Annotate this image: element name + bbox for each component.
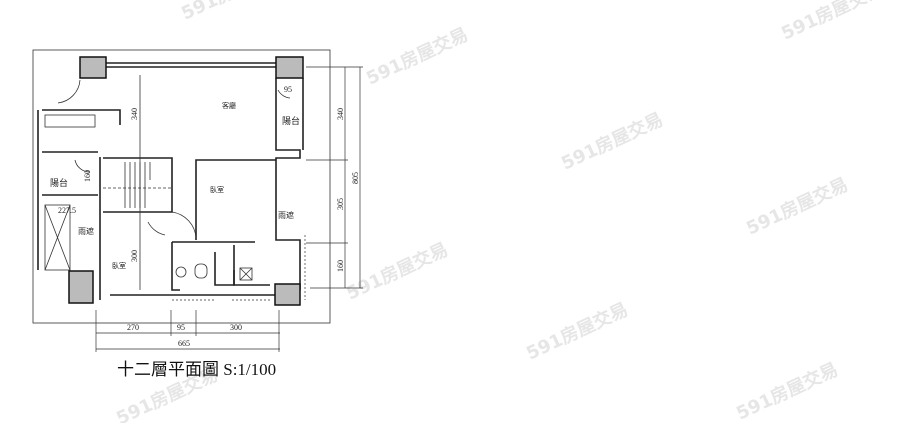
watermark: 591房屋交易 (733, 358, 842, 423)
bathroom-fixtures (44, 114, 253, 281)
bottom-dimension-lines (95, 310, 280, 352)
dim-bottom-95: 95 (177, 323, 185, 332)
watermark: 591房屋交易 (743, 173, 852, 239)
dim-inner-340: 340 (130, 108, 139, 120)
walls (37, 62, 304, 300)
dim-bottom-300: 300 (230, 323, 242, 332)
site-boundary (32, 49, 331, 324)
watermark: 591房屋交易 (778, 0, 887, 45)
room-bedroom-main: 臥室 (210, 185, 224, 194)
watermark: 591房屋交易 (558, 108, 667, 174)
dim-right-305: 305 (336, 198, 345, 210)
doors (57, 79, 291, 239)
room-balcony-left: 陽台 (50, 177, 68, 189)
room-bedroom-small: 臥室 (112, 261, 126, 270)
watermark: 591房屋交易 (178, 0, 287, 25)
room-living: 客廳 (222, 101, 236, 110)
dim-inner-227: 227.5 (58, 206, 76, 215)
canopy-right: 雨遮 (278, 210, 294, 220)
columns (68, 56, 304, 306)
staircase (103, 162, 172, 208)
right-dimension-lines (306, 66, 363, 289)
windows (172, 235, 306, 301)
dim-inner-300: 300 (130, 250, 139, 262)
canopy-left: 雨遮 (78, 226, 94, 236)
watermark: 591房屋交易 (363, 23, 472, 89)
plan-title: 十二層平面圖 S:1/100 (117, 360, 276, 379)
dim-right-340: 340 (336, 108, 345, 120)
dim-bottom-665: 665 (178, 339, 190, 348)
dim-bottom-270: 270 (127, 323, 139, 332)
dim-right-160: 160 (336, 260, 345, 272)
dim-inner-95: 95 (284, 85, 292, 94)
watermark: 591房屋交易 (523, 298, 632, 364)
watermark: 591房屋交易 (343, 238, 452, 304)
dim-inner-160: 160 (83, 170, 92, 182)
room-balcony-right: 陽台 (282, 115, 300, 127)
dim-right-805: 805 (351, 172, 360, 184)
